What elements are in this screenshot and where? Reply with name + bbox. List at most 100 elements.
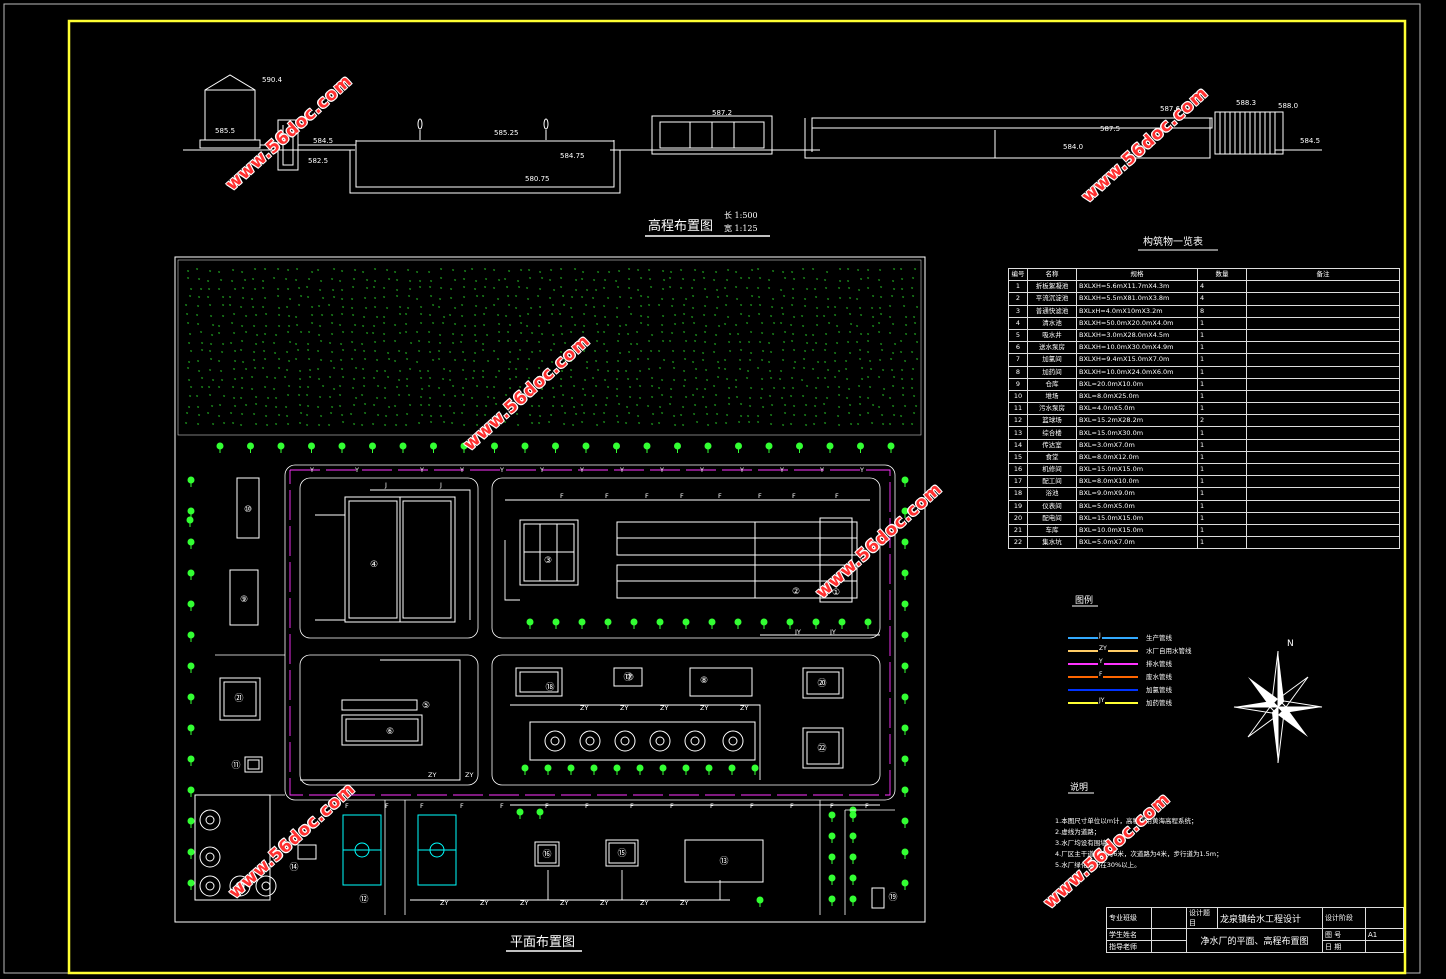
pipe-code: ZY [560, 899, 568, 907]
grass-mark: ᵥ [526, 284, 529, 291]
table-cell: 4 [1197, 280, 1247, 294]
grass-mark: ᵥ [561, 367, 564, 374]
grass-mark: ᵥ [440, 265, 443, 272]
grass-mark: ᵥ [373, 283, 376, 290]
grass-mark: ᵥ [398, 347, 401, 354]
tree [578, 618, 586, 626]
grass-mark: ᵥ [570, 357, 573, 364]
grass-mark: ᵥ [200, 285, 203, 292]
grass-mark: ᵥ [605, 401, 608, 408]
grass-mark: ᵥ [198, 293, 201, 300]
grass-mark: ᵥ [670, 393, 673, 400]
legend-title: 图例 [1075, 594, 1093, 606]
pipe-code: Y [619, 466, 624, 474]
grass-mark: ᵥ [486, 331, 489, 338]
grass-mark: ᵥ [740, 310, 743, 317]
grass-mark: ᵥ [825, 330, 828, 337]
tree [887, 442, 895, 450]
grass-mark: ᵥ [442, 375, 445, 382]
grass-mark: ᵥ [245, 365, 248, 372]
grass-mark: ᵥ [350, 410, 353, 417]
grass-mark: ᵥ [727, 313, 730, 320]
grass-mark: ᵥ [374, 294, 377, 301]
grass-mark: ᵥ [694, 401, 697, 408]
note-line: 2.虚线为道路； [1055, 827, 1100, 836]
tree [187, 755, 195, 763]
grass-mark: ᵥ [705, 403, 708, 410]
grass-mark: ᵥ [758, 293, 761, 300]
grass-mark: ᵥ [628, 265, 631, 272]
grass-mark: ᵥ [582, 328, 585, 335]
grass-mark: ᵥ [882, 391, 885, 398]
grass-mark: ᵥ [637, 286, 640, 293]
grass-mark: ᵥ [438, 355, 441, 362]
level-label: 587.5 [1100, 125, 1120, 133]
grass-mark: ᵥ [429, 348, 432, 355]
grass-mark: ᵥ [251, 385, 254, 392]
grass-mark: ᵥ [208, 383, 211, 390]
grass-mark: ᵥ [526, 365, 529, 372]
grass-mark: ᵥ [596, 337, 599, 344]
grass-mark: ᵥ [553, 340, 556, 347]
grass-mark: ᵥ [889, 420, 892, 427]
clarifier-disk-core [550, 736, 560, 746]
tree [728, 764, 736, 772]
grass-mark: ᵥ [416, 358, 419, 365]
grass-mark: ᵥ [847, 277, 850, 284]
grass-mark: ᵥ [629, 357, 632, 364]
grass-mark: ᵥ [768, 339, 771, 346]
grass-mark: ᵥ [571, 394, 574, 401]
tree [399, 442, 407, 450]
grass-mark: ᵥ [704, 285, 707, 292]
grass-mark: ᵥ [527, 295, 530, 302]
grass-mark: ᵥ [476, 411, 479, 418]
grass-mark: ᵥ [372, 329, 375, 336]
grass-mark: ᵥ [845, 357, 848, 364]
grass-mark: ᵥ [515, 337, 518, 344]
trees [186, 442, 909, 907]
grass-mark: ᵥ [560, 322, 563, 329]
grass-mark: ᵥ [724, 365, 727, 372]
table-cell: BXLXH=50.0mX20.0mX4.0m [1076, 316, 1198, 330]
grass-mark: ᵥ [341, 286, 344, 293]
filter-stripes [1219, 112, 1276, 154]
grass-mark: ᵥ [443, 391, 446, 398]
grass-mark: ᵥ [253, 356, 256, 363]
grass-mark: ᵥ [857, 266, 860, 273]
grass-mark: ᵥ [581, 401, 584, 408]
grass-mark: ᵥ [827, 303, 830, 310]
grass-mark: ᵥ [916, 338, 919, 345]
tree [187, 631, 195, 639]
level-label: 584.5 [1300, 137, 1320, 145]
grass-mark: ᵥ [861, 364, 864, 371]
grass-mark: ᵥ [398, 376, 401, 383]
grass-mark: ᵥ [394, 321, 397, 328]
grass-mark: ᵥ [846, 304, 849, 311]
grass-mark: ᵥ [374, 338, 377, 345]
grass-mark: ᵥ [658, 419, 661, 426]
grass-mark: ᵥ [474, 285, 477, 292]
pipe-code: ZY [620, 704, 628, 712]
grass-mark: ᵥ [618, 330, 621, 337]
table-cell: 14 [1008, 438, 1028, 452]
grass-mark: ᵥ [188, 358, 191, 365]
grass-mark: ᵥ [617, 337, 620, 344]
grass-mark: ᵥ [823, 312, 826, 319]
grass-mark: ᵥ [374, 277, 377, 284]
tree [582, 442, 590, 450]
table-cell: BXL=15.0mX15.0m [1076, 462, 1198, 477]
grass-mark: ᵥ [351, 304, 354, 311]
grass-mark: ᵥ [828, 319, 831, 326]
grass-mark: ᵥ [903, 302, 906, 309]
grass-mark: ᵥ [473, 357, 476, 364]
grass-mark: ᵥ [834, 311, 837, 318]
grass-mark: ᵥ [674, 320, 677, 327]
grass-mark: ᵥ [507, 328, 510, 335]
grass-mark: ᵥ [196, 265, 199, 272]
grass-mark: ᵥ [505, 391, 508, 398]
grass-mark: ᵥ [277, 292, 280, 299]
legend-code: J [1098, 632, 1102, 639]
grass-mark: ᵥ [770, 312, 773, 319]
